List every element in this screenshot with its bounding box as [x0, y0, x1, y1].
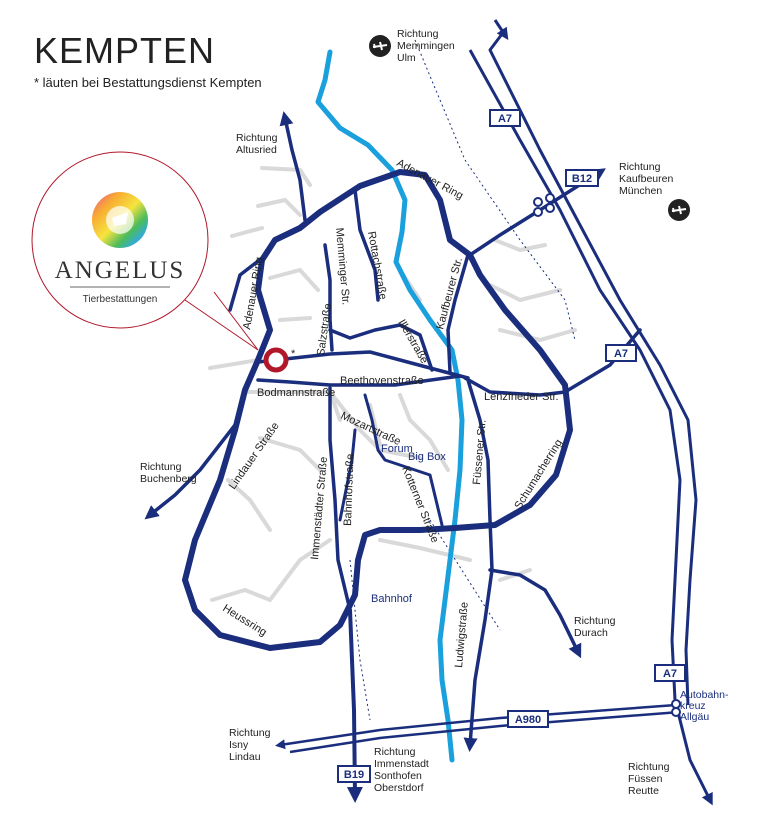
logo-name: ANGELUS	[55, 257, 186, 284]
shield-b19: B19	[337, 765, 371, 783]
footnote: * läuten bei Bestattungsdienst Kempten	[34, 75, 262, 90]
page-title: KEMPTEN	[34, 30, 216, 71]
street-fuessener: Füssener Str.	[471, 419, 489, 485]
street-bodmann: Bodmannstraße	[257, 387, 335, 399]
svg-text:A980: A980	[515, 714, 541, 726]
shield-a7-low: A7	[654, 664, 686, 682]
shield-a980: A980	[507, 710, 549, 728]
direction-memmingen: Richtung Memmingen Ulm	[397, 28, 458, 64]
street-bahnhof: Bahnhofstraße	[342, 454, 357, 527]
logo-callout[interactable]: ANGELUS Tierbestattungen	[31, 151, 259, 351]
airport-icon	[668, 199, 690, 221]
street-ludwig: Ludwigstraße	[453, 601, 471, 668]
street-immenstaedter: Immenstädter Straße	[309, 456, 330, 560]
street-rottach: Rottachstraße	[365, 230, 389, 300]
direction-altusried: Richtung Altusried	[236, 132, 280, 156]
motorway-a980	[275, 703, 681, 754]
place-forum: Forum	[381, 443, 413, 455]
interchange-label: Autobahn- kreuz Allgäu	[680, 689, 731, 723]
street-lenzfrieder: Lenzfrieder Str.	[484, 391, 559, 403]
direction-kaufbeuren: Richtung Kaufbeuren München	[619, 161, 676, 197]
motorway-a7	[468, 19, 713, 806]
direction-fuessen: Richtung Füssen Reutte	[628, 761, 672, 797]
svg-text:A7: A7	[614, 348, 628, 360]
marker-asterisk: *	[291, 348, 296, 360]
interchange-b12	[533, 193, 555, 217]
svg-text:A7: A7	[498, 113, 512, 125]
direction-immenstadt: Richtung Immenstadt Sonthofen Oberstdorf	[374, 746, 432, 794]
place-bahnhof: Bahnhof	[371, 593, 413, 605]
river-iller	[315, 49, 465, 763]
direction-isny: Richtung Isny Lindau	[229, 727, 273, 763]
svg-text:B19: B19	[344, 769, 364, 781]
railways	[349, 39, 576, 721]
airport-icon	[369, 35, 391, 57]
direction-durach: Richtung Durach	[574, 615, 618, 639]
street-heussring: Heussring	[220, 602, 268, 638]
shield-b12: B12	[565, 169, 599, 187]
svg-text:A7: A7	[663, 668, 677, 680]
angelus-logo-icon	[92, 192, 148, 248]
interchange-allgaeu	[671, 699, 681, 717]
street-beethoven: Beethovenstraße	[340, 375, 424, 387]
main-roads	[144, 111, 642, 803]
location-marker[interactable]: *	[263, 347, 296, 373]
street-memminger: Memminger Str.	[333, 227, 352, 305]
svg-text:B12: B12	[572, 173, 592, 185]
place-bigbox: Big Box	[408, 451, 446, 463]
shield-a7-top: A7	[489, 109, 521, 127]
shield-a7-mid: A7	[605, 344, 637, 362]
logo-subtitle: Tierbestattungen	[83, 294, 158, 305]
direction-buchenberg: Richtung Buchenberg	[140, 461, 197, 485]
